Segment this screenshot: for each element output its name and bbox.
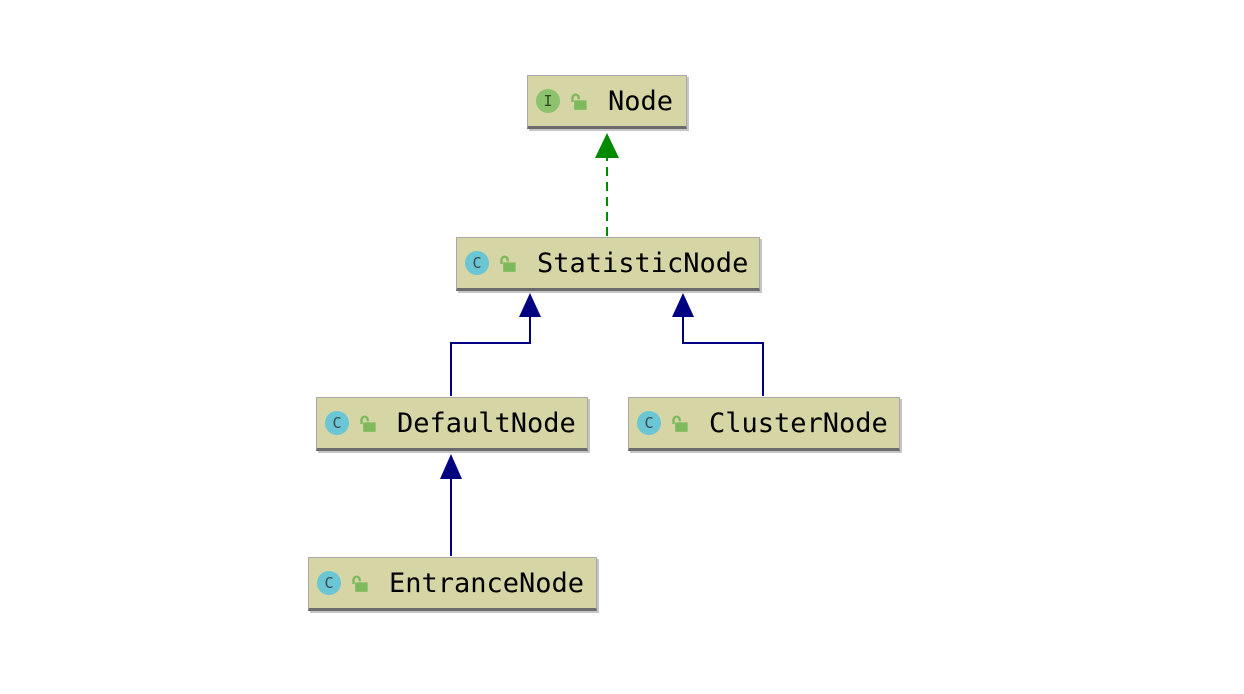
class-icon: C [637, 411, 661, 435]
edge-extends-defaultnode-to-statisticnode[interactable] [450, 293, 541, 396]
open-lock-icon [672, 415, 688, 432]
extends-edge-line[interactable] [450, 316, 531, 396]
extends-edge-line[interactable] [682, 316, 764, 396]
extends-arrowhead-icon [519, 293, 541, 317]
node-label: DefaultNode [397, 407, 576, 439]
edge-extends-clusternode-to-statisticnode[interactable] [672, 293, 764, 396]
extends-arrowhead-icon [672, 293, 694, 317]
class-icon: C [465, 251, 489, 275]
node-label: ClusterNode [709, 407, 888, 439]
extends-arrowhead-icon [440, 454, 462, 479]
open-lock-icon [352, 575, 368, 592]
implements-arrowhead-icon [595, 133, 619, 158]
open-lock-icon [500, 255, 516, 272]
edge-extends-entrancenode-to-defaultnode[interactable] [440, 454, 462, 556]
class-node-clusternode[interactable]: C ClusterNode [628, 397, 900, 451]
node-label: EntranceNode [389, 567, 585, 599]
class-node-defaultnode[interactable]: C DefaultNode [316, 397, 588, 451]
edge-implements-statisticnode-to-node[interactable] [595, 133, 619, 236]
class-node-entrancenode[interactable]: C EntranceNode [308, 557, 597, 611]
class-node-statisticnode[interactable]: C StatisticNode [456, 237, 760, 291]
node-label: StatisticNode [537, 247, 749, 279]
class-icon: C [317, 571, 341, 595]
open-lock-icon [571, 93, 587, 110]
class-icon: C [325, 411, 349, 435]
interface-icon: I [536, 89, 560, 113]
interface-node-node[interactable]: I Node [527, 75, 687, 129]
node-label: Node [608, 85, 674, 117]
open-lock-icon [360, 415, 376, 432]
